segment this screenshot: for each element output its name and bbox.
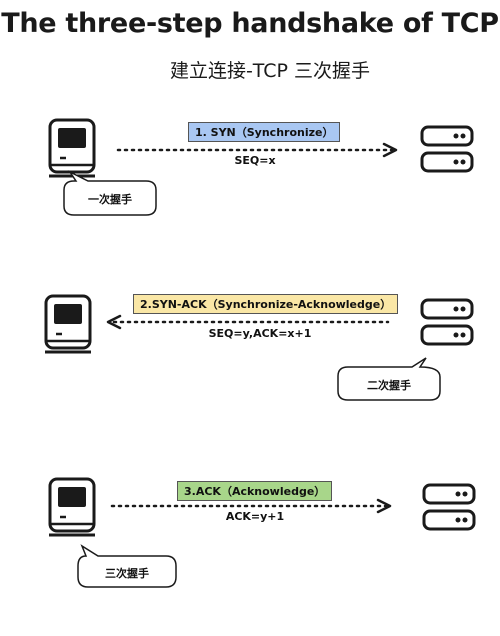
step3-bubble xyxy=(77,544,177,588)
syn-label: 1. SYN（Synchronize） xyxy=(188,122,341,142)
diagram-subtitle: 建立连接-TCP 三次握手 xyxy=(169,60,371,82)
syn-arrowhead xyxy=(382,142,398,158)
server-icon xyxy=(420,125,474,173)
step1-bubble xyxy=(63,170,157,216)
step3-bubble-text: 三次握手 xyxy=(105,567,149,580)
synack-arrowhead xyxy=(106,314,122,330)
server-icon xyxy=(420,298,474,346)
computer-icon xyxy=(43,294,93,354)
ack-detail: ACK=y+1 xyxy=(225,510,285,523)
ack-arrowhead xyxy=(376,498,392,514)
computer-icon xyxy=(47,477,97,537)
syn-detail: SEQ=x xyxy=(234,154,276,167)
step1-bubble-text: 一次握手 xyxy=(88,193,132,206)
step2-bubble xyxy=(337,357,441,401)
computer-icon xyxy=(47,118,97,178)
synack-detail: SEQ=y,ACK=x+1 xyxy=(208,327,312,340)
diagram-title: The three-step handshake of TCP xyxy=(1,8,499,39)
ack-label: 3.ACK（Acknowledge） xyxy=(177,481,333,501)
synack-label: 2.SYN-ACK（Synchronize-Acknowledge） xyxy=(133,294,399,314)
step2-bubble-text: 二次握手 xyxy=(367,379,411,392)
server-icon xyxy=(422,483,476,531)
